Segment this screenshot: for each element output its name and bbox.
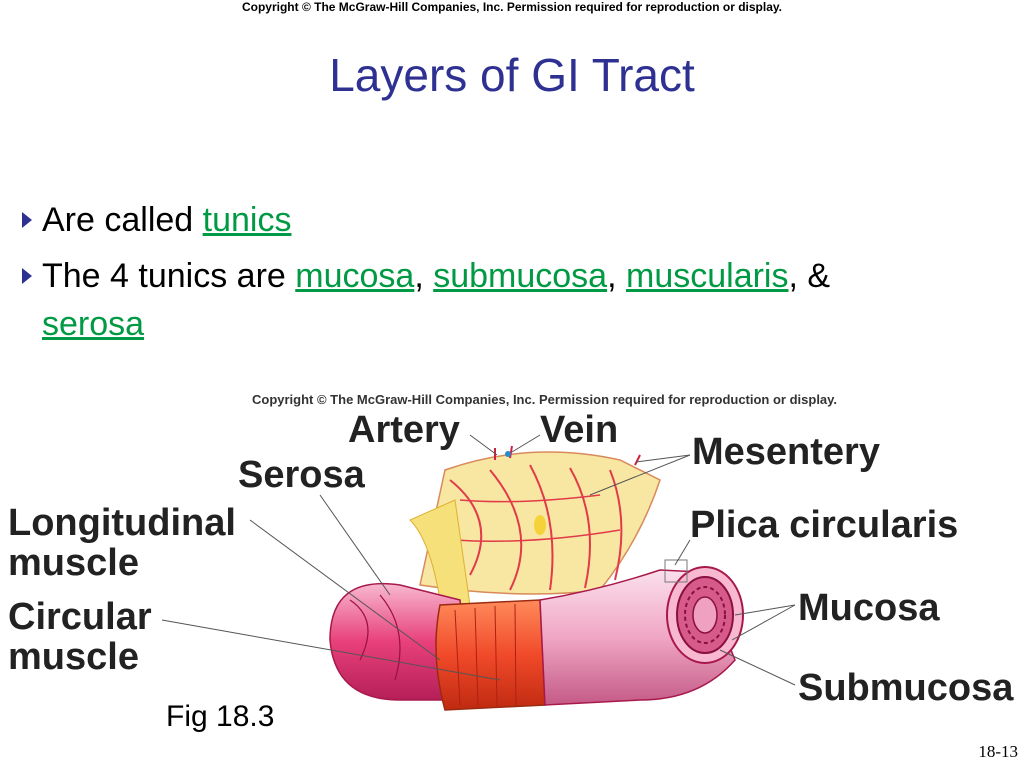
bullet-list: Are called tunics The 4 tunics are mucos…: [20, 196, 1010, 356]
label-serosa: Serosa: [238, 454, 365, 496]
separator: , &: [788, 257, 831, 295]
bullet-item: The 4 tunics are mucosa, submucosa, musc…: [20, 252, 1010, 348]
separator: ,: [607, 257, 626, 295]
term-link-serosa[interactable]: serosa: [42, 305, 145, 343]
separator: ,: [414, 257, 434, 295]
slide-title: Layers of GI Tract: [329, 49, 695, 101]
label-plica-circularis: Plica circularis: [690, 504, 959, 546]
label-longitudinal: Longitudinal: [8, 502, 236, 544]
bullet-arrow-icon: [22, 212, 32, 228]
gi-tract-illustration: [161, 434, 796, 711]
label-longitudinal-muscle: muscle: [8, 542, 139, 584]
figure-caption: Fig 18.3: [166, 700, 275, 733]
bullet-item: Are called tunics: [20, 196, 1010, 244]
figure-copyright: Copyright © The McGraw-Hill Companies, I…: [252, 392, 838, 407]
label-artery: Artery: [348, 409, 460, 451]
bullet-arrow-icon: [22, 268, 32, 284]
slide-number: 18-13: [978, 742, 1018, 761]
term-link-mucosa[interactable]: mucosa: [295, 257, 415, 295]
term-link-submucosa[interactable]: submucosa: [433, 257, 608, 295]
label-submucosa: Submucosa: [798, 667, 1014, 709]
slide-copyright: Copyright © The McGraw-Hill Companies, I…: [241, 0, 783, 14]
muscle-band: [435, 599, 546, 711]
term-link-muscularis[interactable]: muscularis: [626, 257, 789, 295]
term-link-tunics[interactable]: tunics: [202, 201, 292, 239]
label-circular: Circular: [8, 596, 152, 638]
bullet-text: The 4 tunics are: [42, 257, 296, 295]
label-mesentery: Mesentery: [692, 431, 880, 473]
label-circular-muscle: muscle: [8, 636, 139, 678]
label-mucosa: Mucosa: [798, 587, 940, 629]
bullet-text: Are called: [42, 201, 203, 239]
label-vein: Vein: [540, 409, 619, 451]
